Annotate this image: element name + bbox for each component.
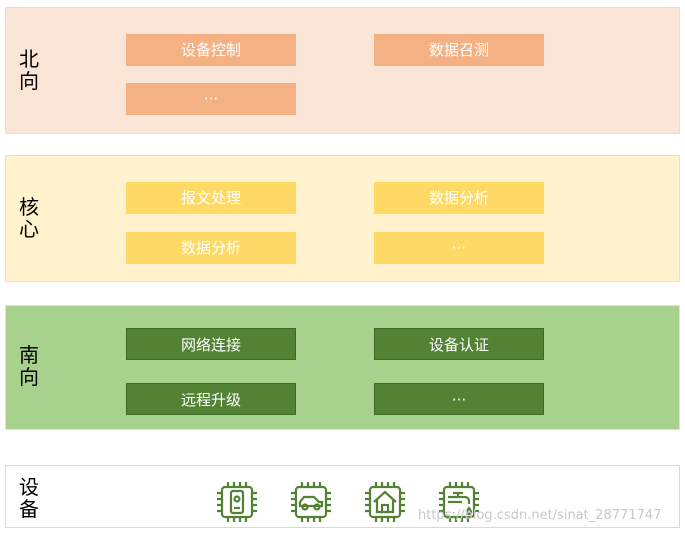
label-char: 设 (19, 475, 39, 499)
remote-upgrade-box: 远程升级 (126, 383, 296, 415)
core-more-box: ··· (374, 232, 544, 264)
data-polling-box: 数据召测 (374, 34, 544, 66)
north-more-box: ··· (126, 83, 296, 115)
device-layer-label: 设 备 (18, 476, 40, 520)
label-char: 备 (19, 497, 39, 521)
device-control-box: 设备控制 (126, 34, 296, 66)
chip-home-icon (362, 479, 408, 525)
label-char: 北 (19, 47, 39, 71)
network-connection-box: 网络连接 (126, 328, 296, 360)
message-processing-box: 报文处理 (126, 182, 296, 214)
data-analysis-box-2: 数据分析 (126, 232, 296, 264)
core-layer: 核 心 报文处理 数据分析 数据分析 ··· (5, 155, 680, 282)
south-layer: 南 向 网络连接 设备认证 远程升级 ··· (5, 305, 680, 430)
south-more-box: ··· (374, 383, 544, 415)
label-char: 向 (19, 69, 39, 93)
label-char: 向 (19, 365, 39, 389)
core-layer-label: 核 心 (18, 196, 40, 240)
north-layer: 北 向 设备控制 数据召测 ··· (5, 7, 680, 134)
chip-faucet-icon (436, 479, 482, 525)
watermark: https://blog.csdn.net/sinat_28771747 (418, 508, 662, 523)
device-layer: 设 备 (5, 465, 680, 528)
chip-car-icon (288, 479, 334, 525)
label-char: 核 (19, 195, 39, 219)
label-char: 心 (19, 217, 39, 241)
chip-phone-icon (214, 479, 260, 525)
label-char: 南 (19, 343, 39, 367)
data-analysis-box: 数据分析 (374, 182, 544, 214)
device-auth-box: 设备认证 (374, 328, 544, 360)
south-layer-label: 南 向 (18, 344, 40, 388)
north-layer-label: 北 向 (18, 48, 40, 92)
